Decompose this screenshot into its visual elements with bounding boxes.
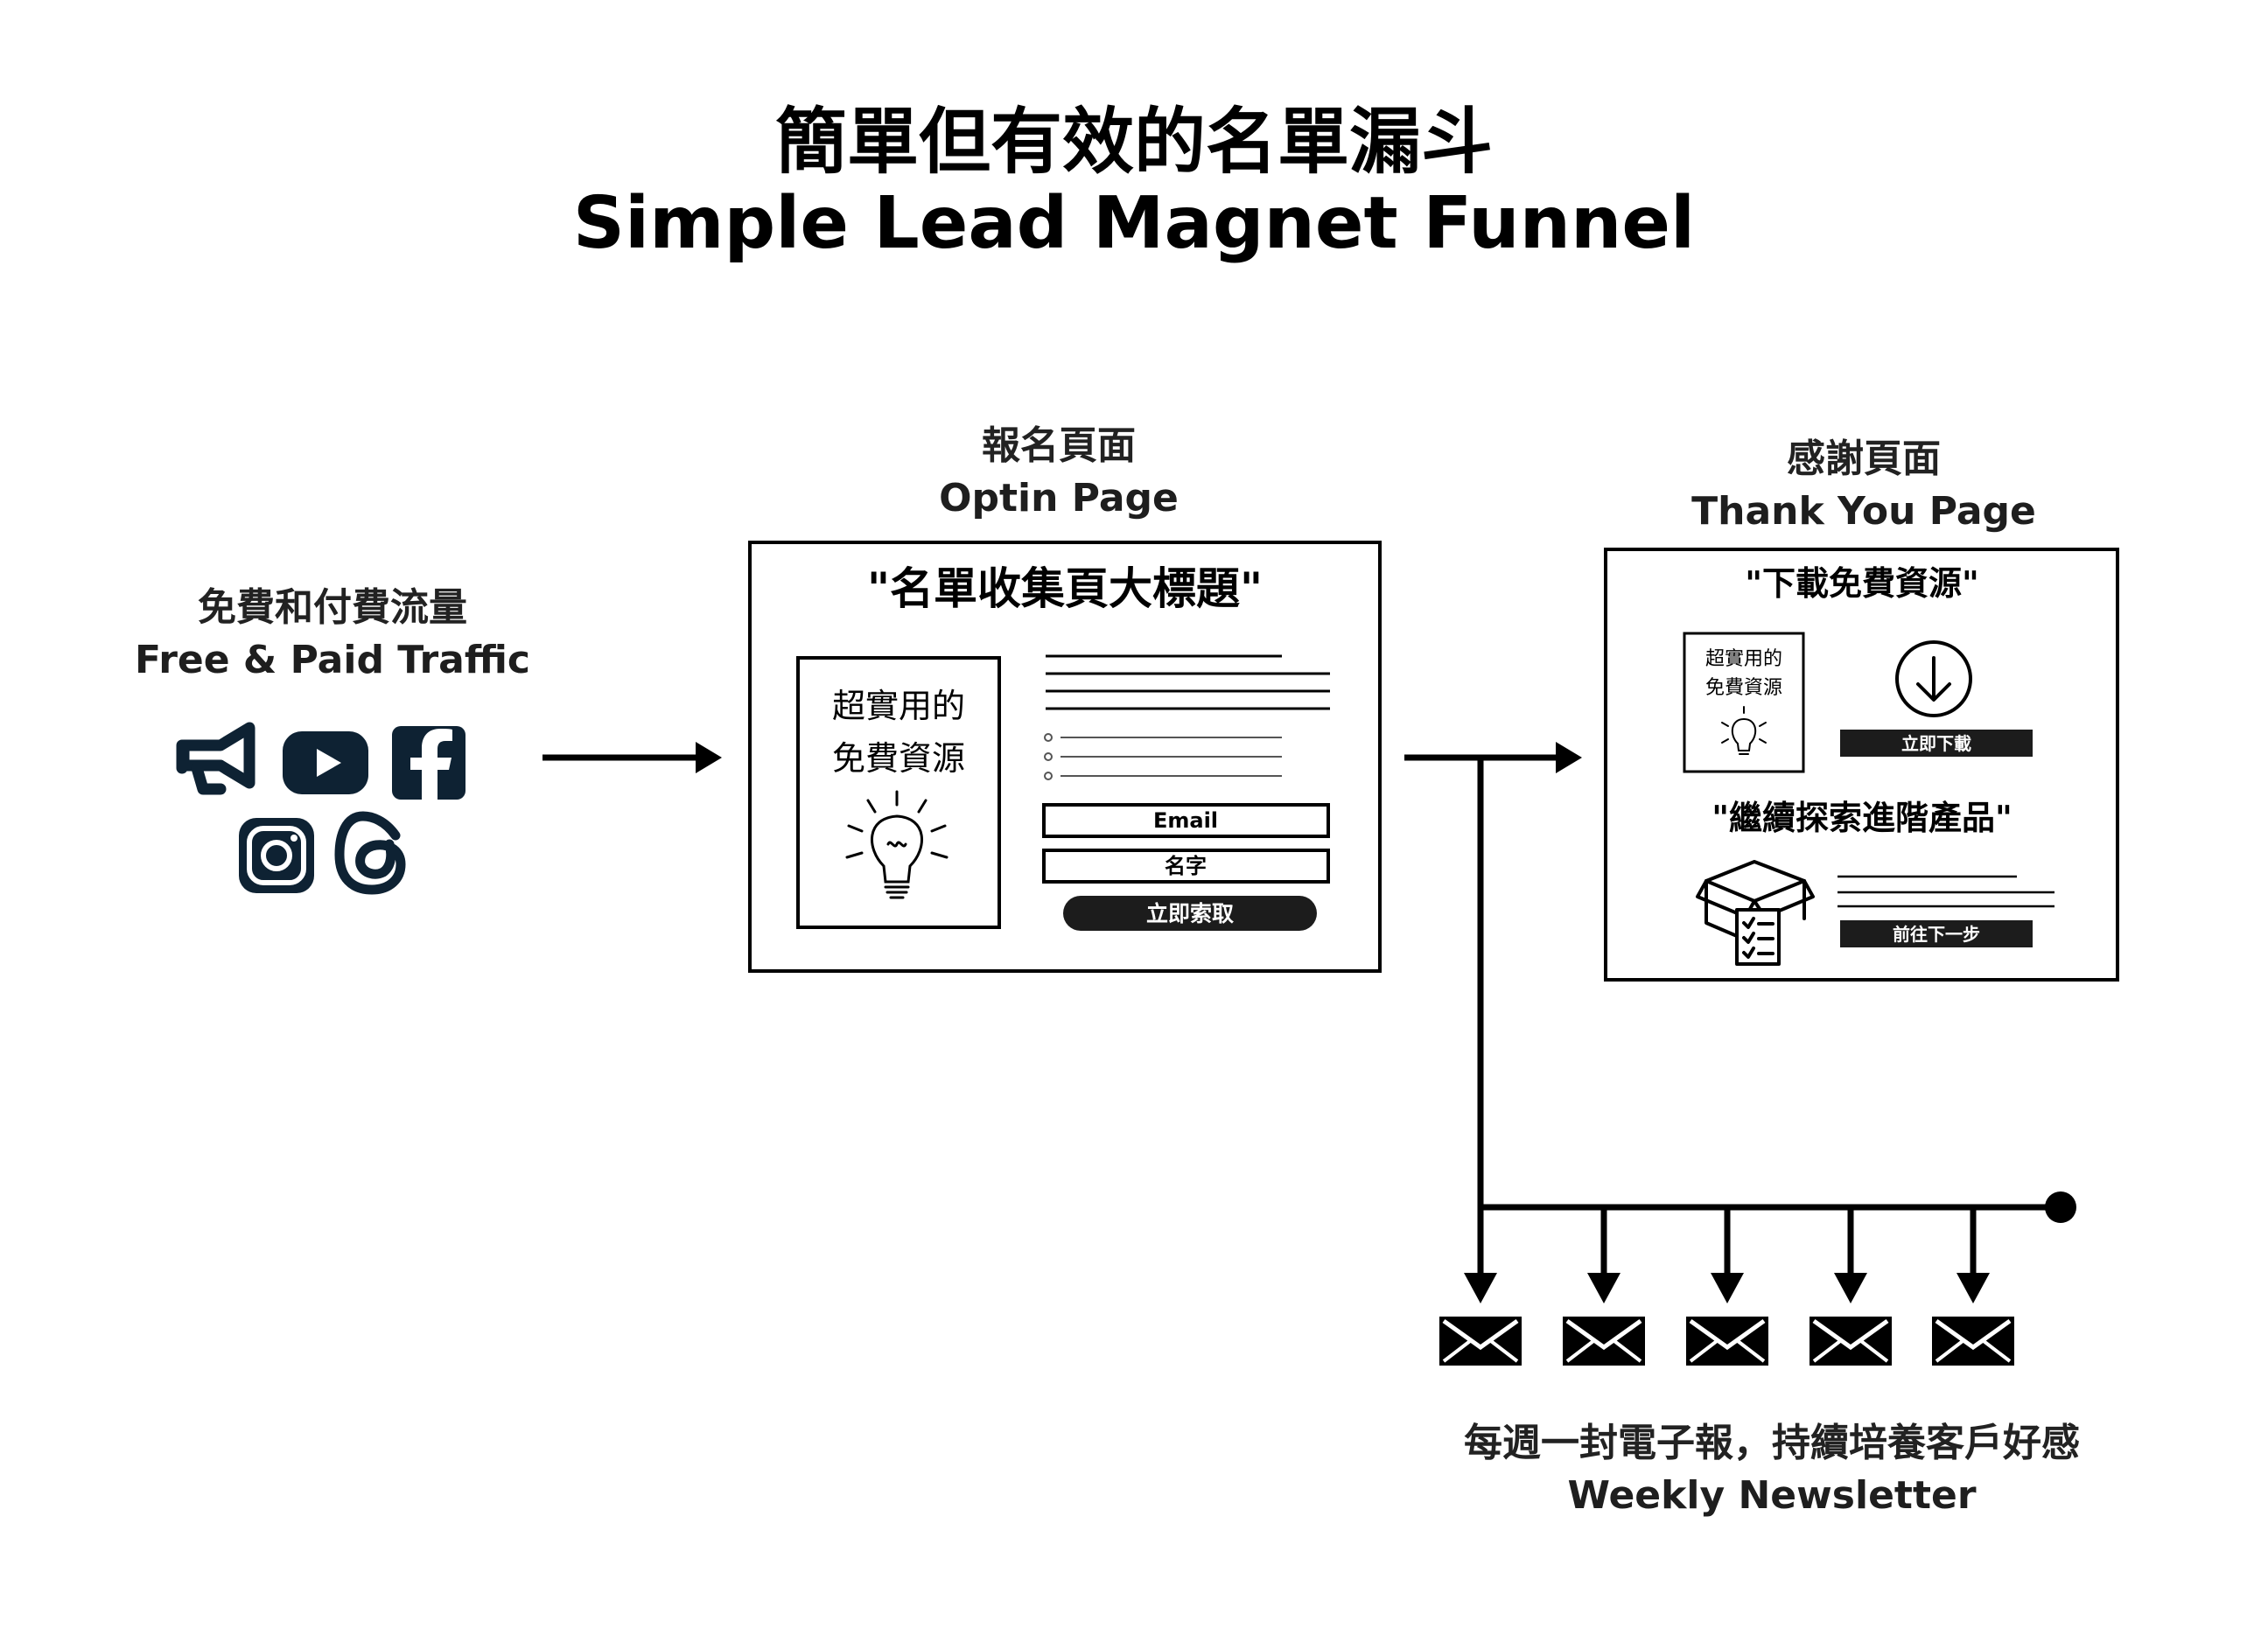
- download-button-label: 立即下載: [1901, 733, 1971, 754]
- youtube-icon: [283, 731, 368, 794]
- traffic-label: 免費和付費流量 Free & Paid Traffic: [114, 582, 551, 687]
- email-field-placeholder: Email: [1153, 808, 1218, 833]
- optin-lead-magnet-card: [796, 656, 1001, 929]
- name-field-placeholder: 名字: [1165, 854, 1207, 878]
- optin-label-en: Optin Page: [939, 476, 1179, 521]
- name-field[interactable]: [1042, 849, 1330, 884]
- envelope-icon: [1439, 1317, 1522, 1366]
- drop-arrow-2: [1587, 1207, 1620, 1303]
- optin-page-box: [748, 541, 1382, 973]
- lightbulb-icon: [845, 790, 948, 899]
- thankyou-label: 感謝頁面 Thank You Page: [1645, 433, 2082, 538]
- drop-arrow-4: [1834, 1207, 1867, 1303]
- thankyou-text-lines: [1838, 875, 2054, 908]
- thankyou-page-box: [1604, 548, 2119, 982]
- download-icon: [1895, 640, 1972, 717]
- next-step-button-label: 前往下一步: [1893, 924, 1980, 945]
- thankyou-lead-magnet-card: [1683, 632, 1805, 773]
- newsletter-drop-arrows: [1464, 1207, 1990, 1303]
- envelope-icon: [1686, 1317, 1768, 1366]
- envelope-icon: [1563, 1317, 1645, 1366]
- instagram-icon: [239, 818, 314, 893]
- explore-heading: "繼續探索進階產品": [1712, 799, 2012, 837]
- thankyou-book-line1: 超實用的: [1705, 648, 1782, 670]
- optin-label-zh: 報名頁面: [982, 423, 1136, 468]
- optin-book-line1: 超實用的: [832, 687, 965, 725]
- newsletter-label: 每週一封電子報，持續培養客戶好感 Weekly Newsletter: [1400, 1417, 2144, 1522]
- optin-label: 報名頁面 Optin Page: [840, 420, 1278, 525]
- traffic-label-zh: 免費和付費流量: [198, 585, 467, 630]
- threads-icon: [334, 811, 406, 895]
- optin-bullet-list: [1044, 733, 1282, 780]
- thankyou-book-line2: 免費資源: [1705, 677, 1782, 699]
- envelope-icon: [1810, 1317, 1892, 1366]
- thankyou-label-en: Thank You Page: [1691, 489, 2036, 534]
- drop-arrow-5: [1956, 1207, 1990, 1303]
- title-zh: 簡單但有效的名單漏斗: [774, 101, 1493, 184]
- newsletter-label-zh: 每週一封電子報，持續培養客戶好感: [1464, 1421, 2080, 1465]
- newsletter-branch-line: [1477, 758, 2061, 1286]
- optin-submit-button[interactable]: [1063, 896, 1317, 931]
- newsletter-label-en: Weekly Newsletter: [1567, 1473, 1977, 1518]
- small-lightbulb-icon: [1721, 706, 1767, 755]
- envelope-icon: [1932, 1317, 2014, 1366]
- optin-book-line2: 免費資源: [832, 739, 965, 778]
- facebook-icon: [392, 726, 466, 800]
- next-step-button[interactable]: [1840, 920, 2033, 947]
- arrow-optin-to-thankyou: [1404, 742, 1582, 773]
- timeline-end-dot: [2045, 1191, 2076, 1223]
- email-field[interactable]: [1042, 803, 1330, 838]
- traffic-label-en: Free & Paid Traffic: [134, 638, 530, 682]
- title-en: Simple Lead Magnet Funnel: [572, 182, 1696, 265]
- megaphone-icon: [176, 722, 256, 795]
- optin-submit-label: 立即索取: [1146, 901, 1234, 926]
- arrow-traffic-to-optin: [542, 742, 722, 773]
- optin-body-text-lines: [1046, 654, 1330, 710]
- drop-arrow-1: [1464, 1207, 1497, 1303]
- product-box-icon: [1696, 860, 1815, 966]
- thankyou-label-zh: 感謝頁面: [1787, 437, 1941, 481]
- download-button[interactable]: [1840, 730, 2033, 757]
- optin-headline: "名單收集頁大標題": [867, 563, 1263, 614]
- drop-arrow-3: [1711, 1207, 1744, 1303]
- download-heading: "下載免費資源": [1745, 564, 1979, 603]
